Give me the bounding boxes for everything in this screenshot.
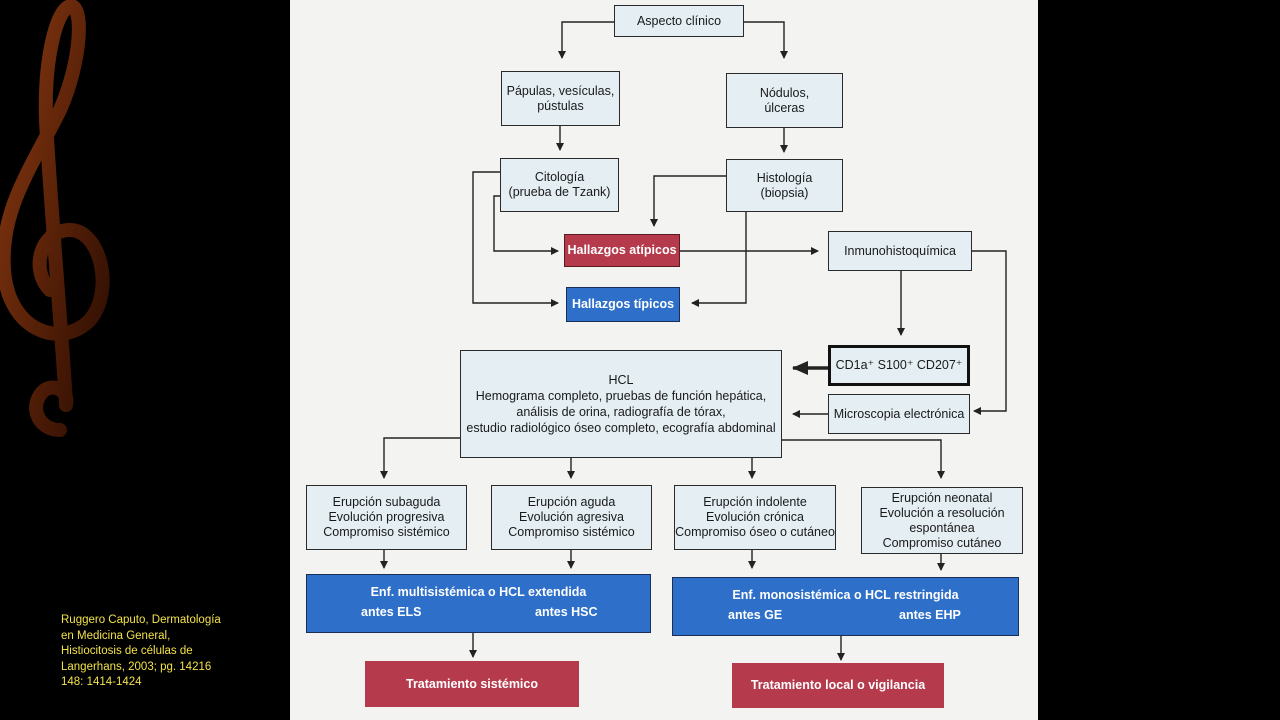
node-cd1a-s100-cd207: CD1a⁺ S100⁺ CD207⁺	[828, 345, 970, 386]
node-inmunohistoquimica: Inmunohistoquímica	[828, 231, 972, 271]
multisistemica-left-label: antes ELS	[361, 605, 422, 619]
node-enf-multisistemica: Enf. multisistémica o HCL extendida ante…	[306, 574, 651, 633]
node-nodulos: Nódulos, úlceras	[726, 73, 843, 128]
node-erupcion-aguda: Erupción aguda Evolución agresiva Compro…	[491, 485, 652, 550]
multisistemica-title: Enf. multisistémica o HCL extendida	[370, 585, 587, 599]
node-hallazgos-tipicos: Hallazgos típicos	[566, 287, 680, 322]
node-enf-monosistemica: Enf. monosistémica o HCL restringida ant…	[672, 577, 1019, 636]
treble-clef-decoration	[0, 0, 110, 437]
node-aspecto-clinico: Aspecto clínico	[614, 5, 744, 37]
node-tratamiento-sistemico: Tratamiento sistémico	[365, 661, 579, 707]
node-tratamiento-local: Tratamiento local o vigilancia	[732, 663, 944, 708]
multisistemica-right-label: antes HSC	[535, 605, 598, 619]
node-erupcion-neonatal: Erupción neonatal Evolución a resolución…	[861, 487, 1023, 554]
node-histologia: Histología (biopsia)	[726, 159, 843, 212]
node-papulas: Pápulas, vesículas, pústulas	[501, 71, 620, 126]
node-erupcion-indolente: Erupción indolente Evolución crónica Com…	[674, 485, 836, 550]
node-hcl: HCL Hemograma completo, pruebas de funci…	[460, 350, 782, 458]
node-hallazgos-atipicos: Hallazgos atípicos	[564, 234, 680, 267]
citation-text: Ruggero Caputo, Dermatología en Medicina…	[61, 614, 221, 688]
monosistemica-right-label: antes EHP	[899, 608, 961, 622]
flowchart-panel: Aspecto clínico Pápulas, vesículas, púst…	[290, 0, 1038, 720]
monosistemica-left-label: antes GE	[728, 608, 783, 622]
node-citologia: Citología (prueba de Tzank)	[500, 158, 619, 212]
node-microscopia-electronica: Microscopia electrónica	[828, 394, 970, 434]
monosistemica-title: Enf. monosistémica o HCL restringida	[732, 588, 959, 602]
node-erupcion-subaguda: Erupción subaguda Evolución progresiva C…	[306, 485, 467, 550]
